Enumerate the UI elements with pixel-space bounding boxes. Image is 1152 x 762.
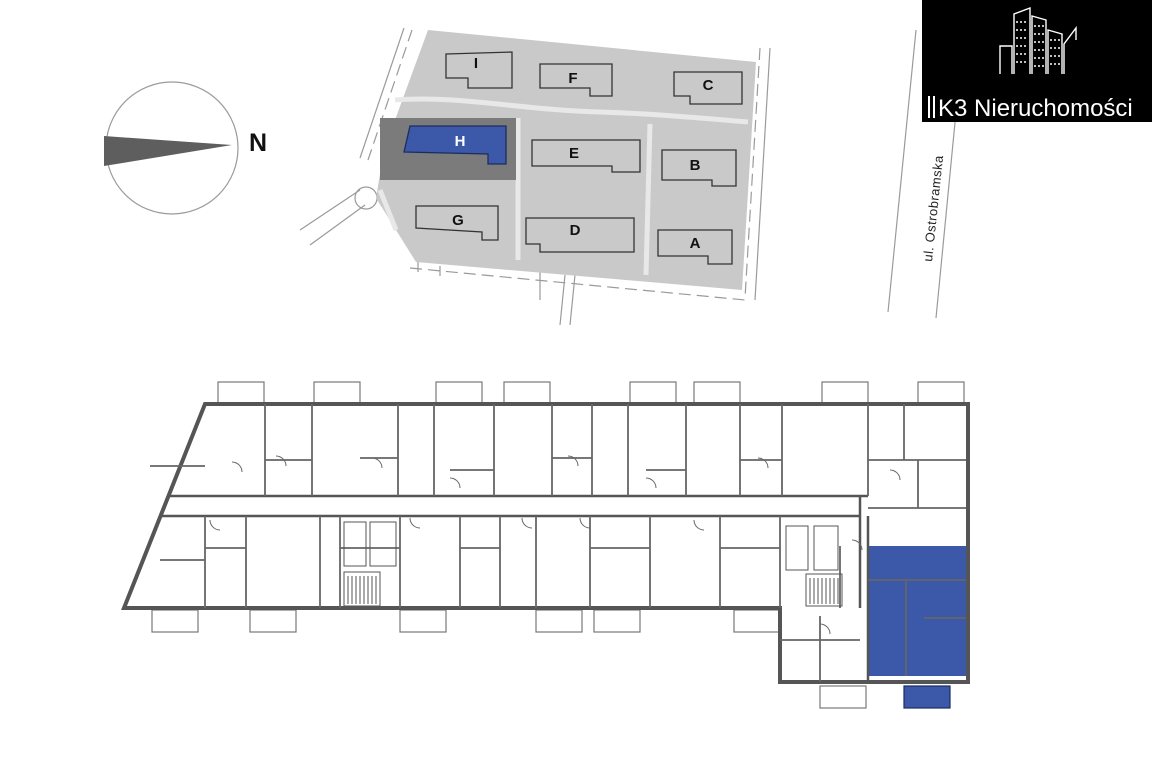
logo-background [922, 0, 1152, 122]
building-D-footprint[interactable] [525, 217, 635, 253]
building-C-label: C [703, 77, 714, 94]
site-plan: I F C H E B G D A [299, 27, 771, 326]
building-B-label: B [690, 157, 701, 174]
building-A-label: A [690, 235, 701, 252]
interior-walls [150, 404, 966, 682]
balcony [535, 609, 583, 633]
outer-walls [121, 402, 970, 684]
highlighted-balcony [903, 685, 951, 709]
balcony [217, 381, 265, 405]
brand-logo: K3 Nieruchomości [922, 0, 1152, 122]
balcony [313, 381, 361, 405]
balcony [249, 609, 297, 633]
balcony [917, 381, 965, 405]
balcony [435, 381, 483, 405]
apartment-highlighted-room [868, 618, 906, 676]
corridor-walls [160, 494, 870, 682]
stairwells [343, 521, 843, 607]
building-E-label: E [569, 145, 579, 162]
building-I-label: I [474, 55, 478, 72]
balcony [733, 609, 781, 633]
street-label: ul. Ostrobramska [920, 154, 946, 262]
apartment-highlighted[interactable] [868, 546, 966, 676]
building-G-label: G [452, 212, 464, 229]
balcony [503, 381, 551, 405]
balcony [819, 685, 867, 709]
building-H-footprint-selected[interactable] [403, 125, 507, 165]
balcony [593, 609, 641, 633]
building-G-footprint[interactable] [415, 205, 499, 241]
site-boundary [299, 27, 771, 326]
building-F-label: F [568, 70, 577, 87]
balcony [151, 609, 199, 633]
balconies-bottom [151, 609, 867, 709]
floor-plan [121, 381, 970, 709]
building-C-footprint[interactable] [673, 71, 743, 105]
building-skyline-logo-icon [999, 6, 1077, 74]
building-B-footprint[interactable] [661, 149, 737, 187]
site-paths [377, 96, 749, 276]
balcony [629, 381, 677, 405]
building-D-label: D [570, 222, 581, 239]
north-label: N [249, 129, 267, 157]
building-E-footprint[interactable] [531, 139, 641, 173]
building-H-label: H [455, 133, 466, 150]
building-footprints [415, 51, 743, 265]
compass-needle [104, 136, 232, 166]
building-F-footprint[interactable] [539, 63, 613, 97]
balconies-top [217, 381, 965, 405]
door-swings [209, 455, 901, 635]
building-A-footprint[interactable] [657, 229, 733, 265]
brand-name: K3 Nieruchomości [938, 95, 1133, 122]
k3-mark [928, 96, 935, 118]
balcony [399, 609, 447, 633]
balcony [821, 381, 869, 405]
compass: N [104, 81, 267, 215]
building-I-footprint[interactable] [445, 51, 513, 89]
balcony [693, 381, 741, 405]
